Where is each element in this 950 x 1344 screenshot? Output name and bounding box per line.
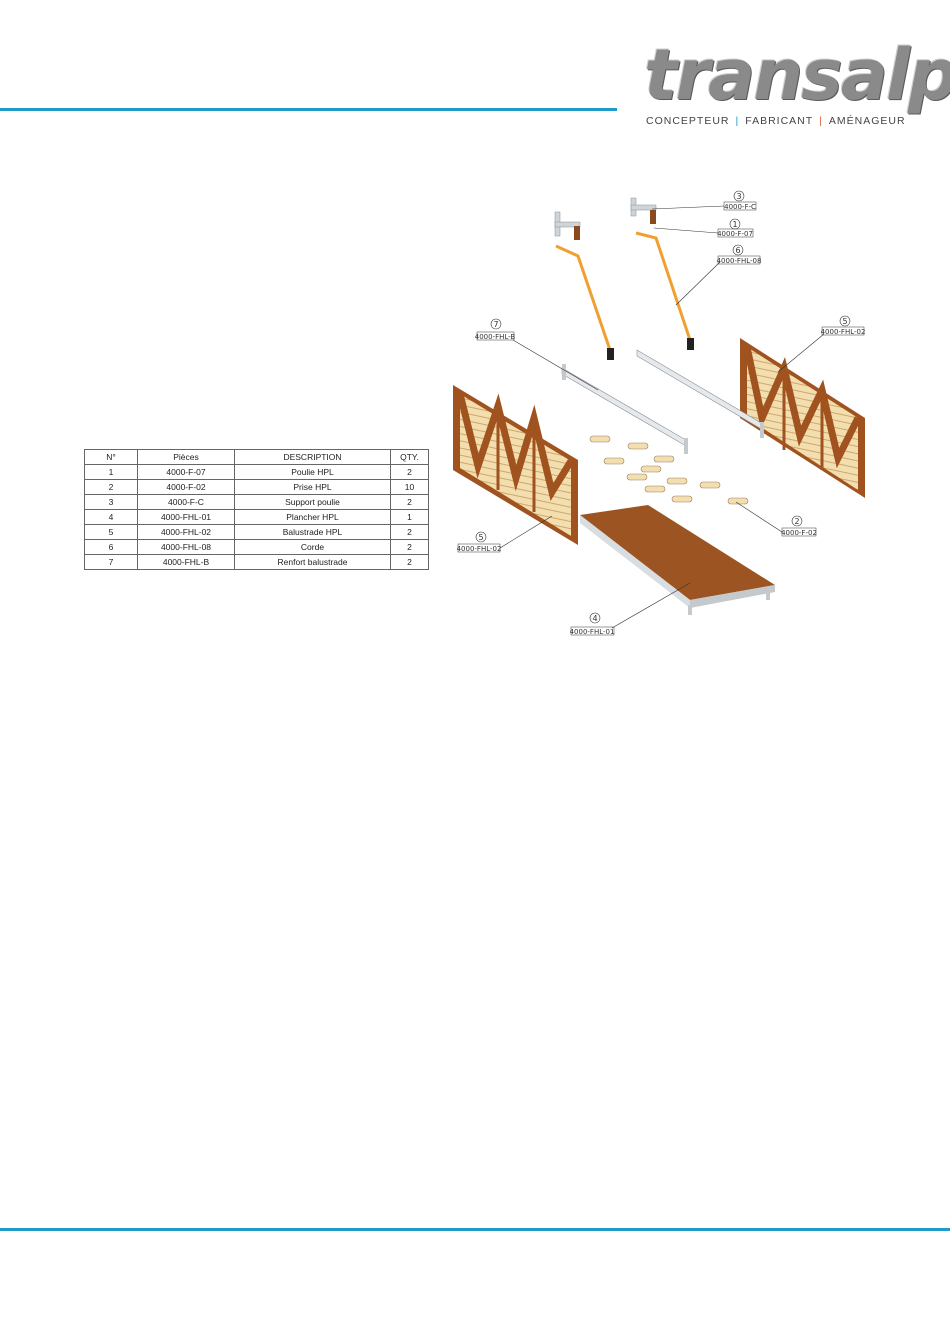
- right-balustrade-panel: [740, 338, 865, 498]
- callout-5-left: 5 4000-FHL-02: [457, 531, 502, 553]
- callout-4: 4 4000-FHL-01: [570, 612, 615, 636]
- transalp-logo: transalp CONCEPTEUR|FABRICANT|AMÉNAGEUR: [640, 40, 950, 130]
- callout-7: 7 4000-FHL-B: [475, 318, 516, 341]
- cell-description: Prise HPL: [234, 479, 391, 495]
- tag-amenageur: AMÉNAGEUR: [828, 115, 906, 127]
- cell-qty: 2: [390, 464, 429, 480]
- cell-description: Plancher HPL: [234, 509, 391, 525]
- cell-qty: 1: [390, 509, 429, 525]
- left-balustrade-panel: [453, 385, 578, 545]
- cell-qty: 2: [390, 524, 429, 540]
- leader-lines: [499, 205, 825, 629]
- callout-1: 1 4000-F-07: [717, 218, 754, 238]
- cell-piece: 4000-F-02: [137, 479, 235, 495]
- cell-description: Corde: [234, 539, 391, 555]
- tag-separator: |: [735, 115, 740, 127]
- cell-num: 4: [84, 509, 138, 525]
- cell-num: 2: [84, 479, 138, 495]
- logo-tagline: CONCEPTEUR | FABRICANT | AMÉNAGEUR: [646, 115, 906, 127]
- callout-3: 3 4000-F-C: [723, 190, 757, 211]
- svg-text:4000-F-02: 4000-F-02: [781, 529, 817, 537]
- svg-text:4000-FHL-08: 4000-FHL-08: [717, 257, 762, 265]
- svg-text:4: 4: [592, 614, 597, 623]
- tag-separator: |: [819, 115, 823, 127]
- col-header-num: N°: [84, 449, 138, 465]
- exploded-assembly-diagram: 3 4000-F-C 1 4000-F-07 6 4000-FHL-08 7 4…: [453, 190, 866, 636]
- svg-text:5: 5: [478, 533, 483, 542]
- header-rule: [0, 108, 617, 111]
- cell-num: 1: [84, 464, 138, 480]
- cell-num: 6: [84, 539, 138, 555]
- reinforcement-bars: [561, 349, 764, 454]
- cell-piece: 4000-FHL-B: [137, 554, 235, 570]
- cell-qty: 2: [390, 494, 429, 510]
- cell-piece: 4000-F-07: [137, 464, 235, 480]
- cell-description: Balustrade HPL: [234, 524, 391, 540]
- svg-text:4000-F-07: 4000-F-07: [717, 230, 753, 238]
- callout-2: 2 4000-F-02: [781, 515, 817, 537]
- floor-plancher: [580, 505, 775, 615]
- svg-text:7: 7: [493, 320, 498, 329]
- footer-rule: [0, 1228, 950, 1231]
- pulley-supports: [554, 197, 657, 240]
- logo-wordmark: transalp: [644, 34, 950, 116]
- svg-text:4000-FHL-B: 4000-FHL-B: [475, 333, 516, 341]
- cell-qty: 10: [390, 479, 429, 495]
- col-header-description: DESCRIPTION: [234, 449, 391, 465]
- cell-piece: 4000-FHL-08: [137, 539, 235, 555]
- callout-6: 6 4000-FHL-08: [717, 244, 762, 265]
- cell-num: 7: [84, 554, 138, 570]
- svg-text:6: 6: [735, 246, 740, 255]
- col-header-pieces: Pièces: [137, 449, 235, 465]
- tag-fabricant: FABRICANT: [745, 115, 814, 127]
- cell-description: Renfort balustrade: [234, 554, 391, 570]
- cell-piece: 4000-FHL-02: [137, 524, 235, 540]
- cell-piece: 4000-FHL-01: [137, 509, 235, 525]
- svg-text:3: 3: [736, 192, 741, 201]
- col-header-qty: QTY.: [390, 449, 429, 465]
- cell-piece: 4000-F-C: [137, 494, 235, 510]
- svg-text:4000-F-C: 4000-F-C: [724, 203, 756, 211]
- svg-text:4000-FHL-02: 4000-FHL-02: [457, 545, 502, 553]
- cell-qty: 2: [390, 539, 429, 555]
- table-header-row: N° Pièces DESCRIPTION QTY.: [84, 449, 429, 465]
- cell-qty: 2: [390, 554, 429, 570]
- svg-text:4000-FHL-02: 4000-FHL-02: [821, 328, 866, 336]
- ropes: [555, 231, 694, 360]
- cell-description: Support poulie: [234, 494, 391, 510]
- tag-concepteur: CONCEPTEUR: [646, 115, 730, 127]
- climbing-holds: [589, 435, 749, 505]
- svg-text:2: 2: [794, 517, 799, 526]
- cell-num: 5: [84, 524, 138, 540]
- cell-num: 3: [84, 494, 138, 510]
- svg-text:1: 1: [732, 220, 737, 229]
- cell-description: Poulie HPL: [234, 464, 391, 480]
- svg-text:4000-FHL-01: 4000-FHL-01: [570, 628, 615, 636]
- callout-5-right: 5 4000-FHL-02: [821, 315, 866, 336]
- svg-text:5: 5: [842, 317, 847, 326]
